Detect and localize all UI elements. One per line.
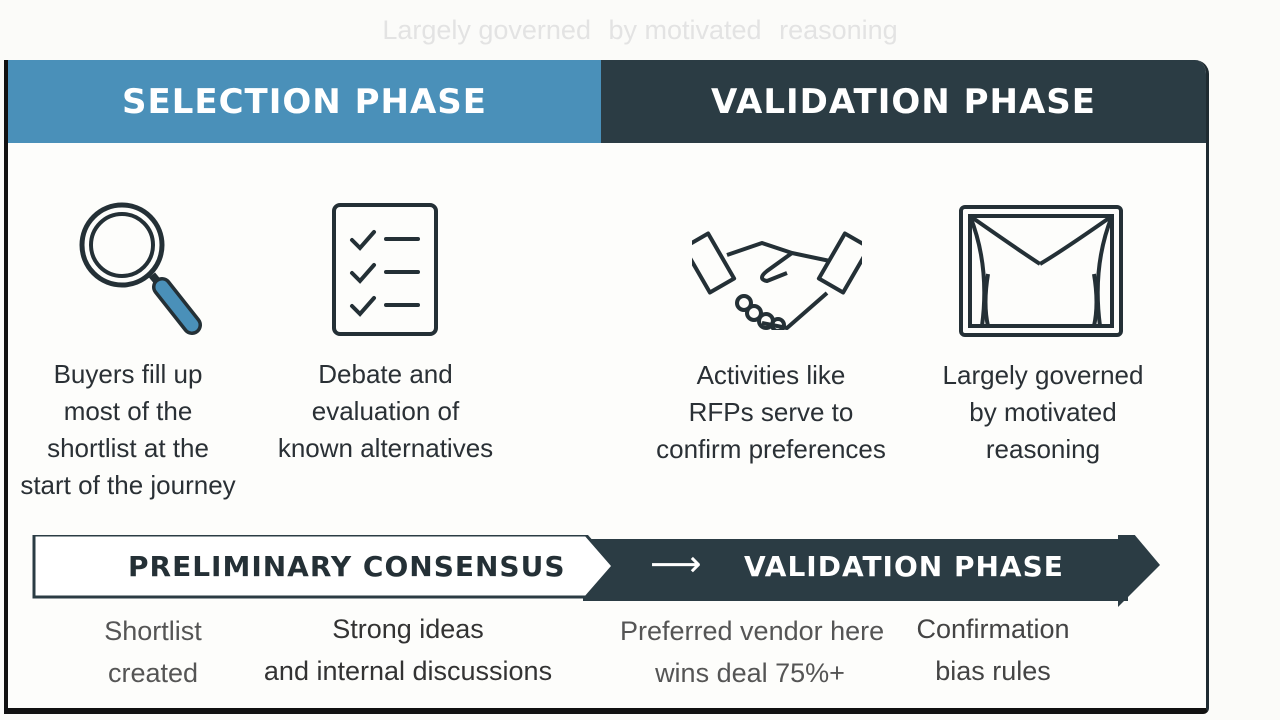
- text-line: RFPs serve to: [688, 397, 854, 427]
- text-line: Buyers fill up: [53, 359, 203, 389]
- text-line: shortlist at the: [47, 433, 209, 463]
- bottom-note: Preferred vendor here wins deal 75%+: [620, 610, 885, 694]
- text-line: Shortlist: [104, 616, 202, 646]
- validation-phase-header: VALIDATION PHASE: [601, 60, 1206, 143]
- text-line: by motivated: [608, 15, 762, 45]
- infographic-card: SELECTION PHASE VALIDATION PHASE: [4, 60, 1209, 714]
- text-line: Preferred vendor here: [620, 616, 885, 646]
- column-text: Debate and evaluation of known alternati…: [253, 356, 518, 467]
- band-right-label: VALIDATION PHASE: [744, 550, 1064, 583]
- column-text: Largely governed by motivated reasoning: [918, 357, 1168, 468]
- magnifying-glass-icon: [79, 202, 202, 335]
- text-line: reasoning: [985, 434, 1101, 464]
- text-line: confirm preferences: [656, 434, 886, 464]
- column-text: Buyers fill up most of the shortlist at …: [8, 356, 248, 504]
- text-line: created: [107, 658, 199, 688]
- text-line: Activities like: [696, 360, 846, 390]
- theater-curtain-icon: [959, 205, 1123, 337]
- ghost-text: Largely governed by motivated reasoning: [0, 14, 1280, 46]
- bottom-note: Strong ideas and internal discussions: [248, 608, 568, 692]
- selection-phase-header: SELECTION PHASE: [8, 60, 601, 143]
- text-line: wins deal 75%+: [655, 658, 845, 688]
- text-line: Strong ideas: [332, 614, 484, 644]
- handshake-icon: [692, 231, 862, 330]
- consensus-arrow-shape: [32, 535, 615, 599]
- checklist-icon: [332, 203, 438, 336]
- bottom-note: Shortlist created: [68, 610, 238, 694]
- arrow-right-icon: ⟶: [650, 544, 703, 585]
- band-left-label: PRELIMINARY CONSENSUS: [128, 550, 566, 583]
- text-line: Largely governed: [942, 360, 1144, 390]
- text-line: by motivated: [969, 397, 1117, 427]
- text-line: Confirmation: [916, 614, 1070, 644]
- arrow-head: [1118, 535, 1160, 607]
- text-line: known alternatives: [277, 433, 494, 463]
- text-line: most of the: [63, 396, 193, 426]
- text-line: evaluation of: [311, 396, 460, 426]
- validation-arrow-shape: [583, 539, 1128, 601]
- text-line: bias rules: [935, 656, 1051, 686]
- text-line: Largely governed: [382, 15, 591, 45]
- progress-arrow: [32, 535, 1160, 607]
- text-line: start of the journey: [20, 470, 236, 500]
- column-text: Activities like RFPs serve to confirm pr…: [636, 357, 906, 468]
- text-line: and internal discussions: [263, 656, 553, 686]
- text-line: Debate and: [318, 359, 453, 389]
- text-line: reasoning: [779, 15, 898, 45]
- bottom-note: Confirmation bias rules: [893, 608, 1093, 692]
